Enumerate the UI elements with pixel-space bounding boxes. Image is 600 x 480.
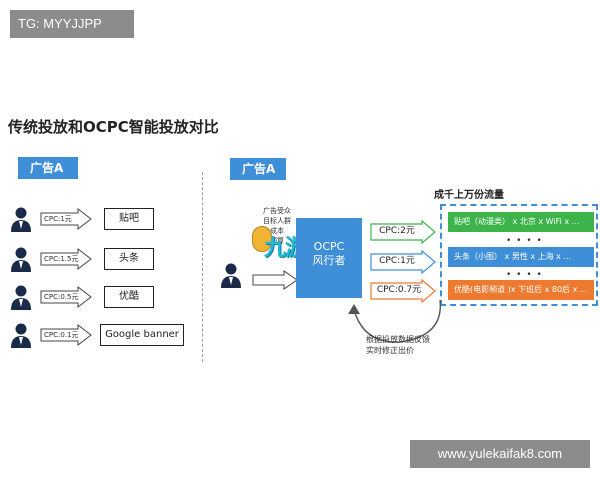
target-line: 成本 [270,227,284,235]
feedback-line: 根据投放数据反馈 [366,335,430,344]
user-icon [11,323,31,348]
left-ad-label: 广告A [18,157,78,179]
feedback-text: 根据投放数据反馈 实时修正出价 [366,334,430,356]
watermark-top-left: TG: MYYJJPP [10,10,134,38]
target-group-text: 广告受众 目标人群 成本 预算 [252,206,302,246]
page-title: 传统投放和OCPC智能投放对比 [8,118,219,136]
ellipsis-dots: • • • • [506,236,543,246]
target-line: 预算 [270,237,284,245]
placement-box: Google banner [100,324,184,346]
target-line: 目标人群 [263,217,291,225]
placement-box: 头条 [104,248,154,270]
flow-row: 头条（小图） x 男性 x 上海 x ... [448,247,594,267]
arrow-right-icon [252,270,298,290]
cpc-label: CPC:1.5元 [44,255,79,263]
ellipsis-dots: • • • • [506,270,543,280]
cpc-label: CPC:0.5元 [44,293,79,301]
user-icon [11,247,31,272]
arrow-right-icon [40,324,92,346]
cpc-label: CPC:0.1元 [44,331,79,339]
price-label: CPC:0.7元 [376,285,422,295]
feedback-line: 实时修正出价 [366,346,414,355]
ocpc-line: OCPC [313,240,345,253]
mascot-icon [252,226,272,252]
user-icon [11,285,31,310]
cpc-label: CPC:1元 [44,215,72,223]
ocpc-engine-box: OCPC 风行者 [296,218,362,298]
arrow-right-icon [40,286,92,308]
watermark-bottom-right: www.yulekaifak8.com [410,440,590,468]
user-icon [221,263,241,288]
arrow-right-icon [40,248,92,270]
user-icon [11,207,31,232]
placement-box: 贴吧 [104,208,154,230]
section-divider [202,172,203,362]
ocpc-line: 风行者 [312,254,346,267]
flow-title: 成千上万份流量 [434,190,504,201]
right-ad-label: 广告A [230,158,286,180]
flow-row: 贴吧（动漫类） x 北京 x WiFi x ... [448,212,594,232]
flow-frame [440,204,598,306]
arrow-right-icon [40,208,92,230]
target-line: 广告受众 [263,207,291,215]
placement-box: 优酷 [104,286,154,308]
arrow-right-icon [370,220,436,244]
price-label: CPC:2元 [379,226,415,236]
price-label: CPC:1元 [379,256,415,266]
arrow-right-icon [370,250,436,274]
flow-row: 优酷(电影频道 )x 下班后 x 80后 x ... [448,280,594,300]
feedback-loop-arrow-icon [348,299,441,343]
arrow-right-icon [370,279,436,303]
